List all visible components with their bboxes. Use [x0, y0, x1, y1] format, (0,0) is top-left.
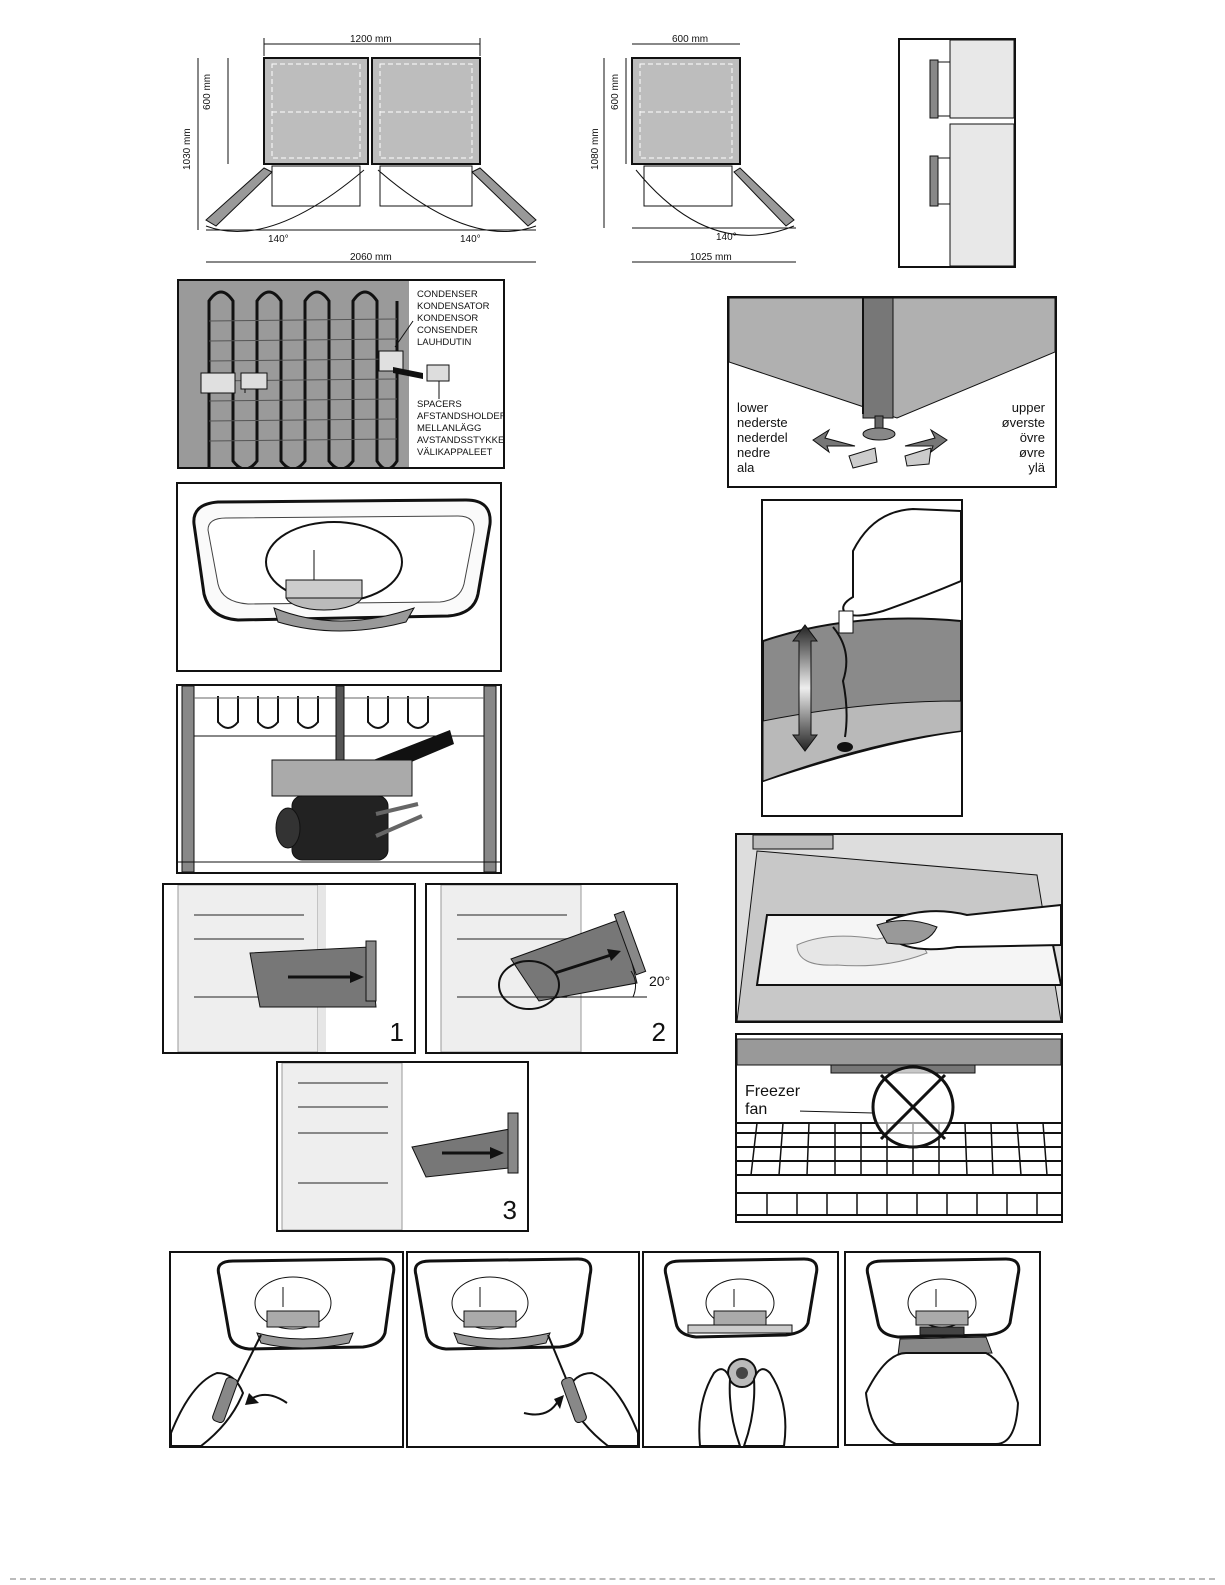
angle-right-label: 140°	[460, 234, 481, 245]
drawer-removal-step-3: 3	[276, 1061, 529, 1232]
depth-label: 600 mm	[202, 74, 213, 110]
condenser-label-no: CONSENDER	[417, 325, 490, 337]
single-door-clearance-diagram: 600 mm 600 mm 1080 mm 140° 1025 mm	[590, 30, 810, 270]
condenser-label-fi: LAUHDUTIN	[417, 337, 490, 349]
lower-label-no: nederste	[737, 415, 788, 430]
angle-20-label: 20°	[649, 973, 670, 989]
angle-left-label: 140°	[268, 234, 289, 245]
step-1-number: 1	[390, 1017, 404, 1048]
condenser-spacer-diagram: CONDENSER KONDENSATOR KONDENSOR CONSENDE…	[177, 279, 505, 469]
lower-label-en: lower	[737, 400, 788, 415]
freezer-fan-label-line1: Freezer	[745, 1083, 800, 1101]
freezer-fan-diagram: Freezer fan	[735, 1033, 1063, 1223]
width-label: 1200 mm	[350, 34, 392, 45]
upper-label-no: øverste	[1002, 415, 1045, 430]
lamp-cover-step-3	[642, 1251, 839, 1448]
condenser-label-sv: KONDENSOR	[417, 313, 490, 325]
lower-label-fi: ala	[737, 460, 788, 475]
single-depth-open-label: 1080 mm	[590, 128, 601, 170]
drawer-removal-step-2: 20° 2	[425, 883, 678, 1054]
lower-label-sv: nedre	[737, 445, 788, 460]
spacer-label-fi: VÄLIKAPPALEET	[417, 447, 505, 459]
depth-open-label: 1030 mm	[182, 128, 193, 170]
single-depth-label: 600 mm	[610, 74, 621, 110]
lamp-cover-step-4	[844, 1251, 1041, 1446]
door-handle-illustration	[898, 38, 1016, 268]
drain-hole-cleaning-illustration	[761, 499, 963, 817]
spacer-label-en: SPACERS	[417, 399, 505, 411]
lamp-cover-step-1	[169, 1251, 404, 1448]
single-total-label: 1025 mm	[690, 252, 732, 263]
drawer-removal-step-1: 1	[162, 883, 416, 1054]
lower-label-da: nederdel	[737, 430, 788, 445]
upper-label-fi: ylä	[1002, 460, 1045, 475]
spacer-label-da: AFSTANDSHOLDERE	[417, 411, 505, 423]
upper-label-no2: øvre	[1002, 445, 1045, 460]
step-3-number: 3	[503, 1195, 517, 1226]
lamp-cover-step-2	[406, 1251, 640, 1448]
wipe-spill-illustration	[735, 833, 1063, 1023]
freezer-fan-label-line2: fan	[745, 1101, 800, 1119]
condenser-label-da: KONDENSATOR	[417, 301, 490, 313]
upper-label-en: upper	[1002, 400, 1045, 415]
adjustable-feet-diagram: lower nederste nederdel nedre ala upper …	[727, 296, 1057, 488]
single-width-label: 600 mm	[672, 34, 708, 45]
step-2-number: 2	[652, 1017, 666, 1048]
footer-rule	[10, 1578, 1215, 1580]
total-width-label: 2060 mm	[350, 252, 392, 263]
single-angle-label: 140°	[716, 232, 737, 243]
spacer-label-no: AVSTANDSSTYKKER	[417, 435, 505, 447]
upper-label-sv: övre	[1002, 430, 1045, 445]
thermostat-housing-illustration	[176, 482, 502, 672]
compressor-drip-tray-illustration	[176, 684, 502, 874]
double-door-clearance-diagram: 1200 mm 600 mm 1030 mm 140° 140° 2060 mm	[180, 30, 540, 270]
condenser-label-en: CONDENSER	[417, 289, 490, 301]
spacer-label-sv: MELLANLÄGG	[417, 423, 505, 435]
